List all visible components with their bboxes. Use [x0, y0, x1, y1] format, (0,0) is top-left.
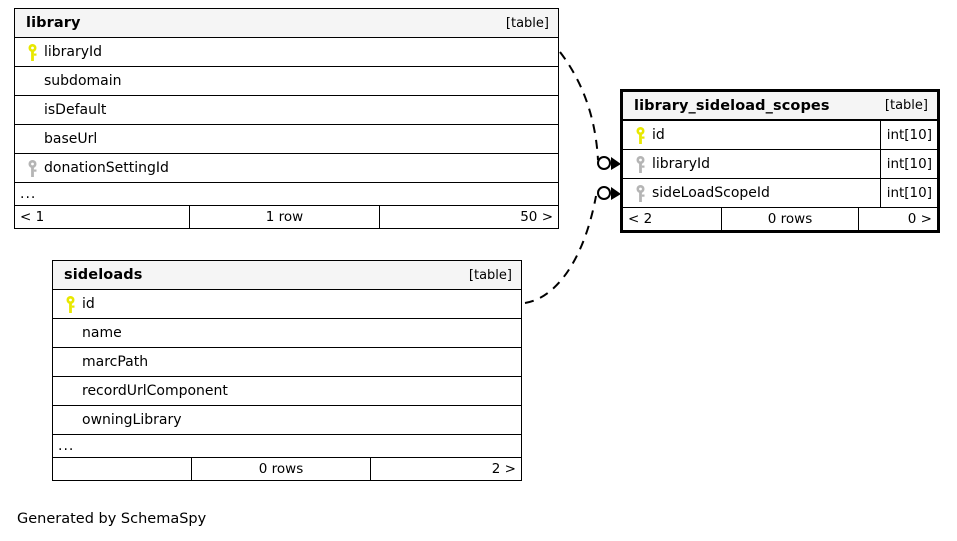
primary-key-icon	[23, 43, 42, 61]
column-cell: sideLoadScopeId	[623, 179, 880, 207]
table-row[interactable]: baseUrl	[15, 125, 558, 154]
relationship-library-to-library_sideload_scopes	[559, 51, 621, 170]
column-type: int[10]	[879, 179, 937, 207]
generated-by-label: Generated by SchemaSpy	[17, 511, 207, 527]
edge-endpoint-circle-sideloads	[597, 186, 611, 200]
column-cell: libraryId	[623, 150, 880, 178]
table-row[interactable]: recordUrlComponent	[53, 377, 521, 406]
row-count-label: 1 row	[189, 206, 380, 228]
column-cell: subdomain	[15, 67, 558, 95]
table-row[interactable]: donationSettingId	[15, 154, 558, 183]
column-name: donationSettingId	[44, 160, 169, 176]
column-cell: marcPath	[53, 348, 521, 376]
column-name: recordUrlComponent	[82, 383, 228, 399]
row-count-label: 0 rows	[191, 458, 371, 480]
column-cell: id	[53, 290, 521, 318]
table-row[interactable]: isDefault	[15, 96, 558, 125]
column-cell: recordUrlComponent	[53, 377, 521, 405]
table-node-library[interactable]: library [table] libraryId subdomai	[14, 8, 559, 229]
no-key-icon	[61, 325, 80, 341]
no-key-icon	[23, 73, 42, 89]
table-row[interactable]: id int[10]	[623, 121, 937, 150]
edge-path-library-libraryid	[559, 51, 599, 161]
column-name: subdomain	[44, 73, 122, 89]
no-key-icon	[61, 354, 80, 370]
column-name: id	[82, 296, 95, 312]
column-name: baseUrl	[44, 131, 98, 147]
table-row[interactable]: subdomain	[15, 67, 558, 96]
foreign-key-icon	[631, 155, 650, 173]
prev-page-button[interactable]: < 2	[628, 211, 653, 227]
table-footer-library-sideload-scopes: < 2 0 rows 0 >	[623, 208, 937, 230]
foreign-key-icon	[631, 184, 650, 202]
next-page-button[interactable]: 0 >	[907, 211, 932, 227]
column-cell: baseUrl	[15, 125, 558, 153]
column-cell: id	[623, 121, 880, 149]
column-name: id	[652, 127, 665, 143]
table-title-library-sideload-scopes: library_sideload_scopes	[634, 97, 830, 114]
table-kind-label-library-sideload-scopes: [table]	[884, 98, 928, 113]
row-count-label: 0 rows	[721, 208, 859, 230]
column-name: sideLoadScopeId	[652, 185, 770, 201]
table-header-library: library [table]	[15, 9, 558, 38]
prev-page-button[interactable]	[53, 458, 191, 480]
column-cell: name	[53, 319, 521, 347]
column-cell: isDefault	[15, 96, 558, 124]
no-key-icon	[23, 131, 42, 147]
table-footer-library: < 1 1 row 50 >	[15, 206, 558, 228]
table-row[interactable]: id	[53, 290, 521, 319]
table-node-library-sideload-scopes[interactable]: library_sideload_scopes [table] id int[1…	[620, 89, 940, 233]
column-name: marcPath	[82, 354, 149, 370]
column-name: libraryId	[652, 156, 711, 172]
no-key-icon	[61, 383, 80, 399]
table-row[interactable]: name	[53, 319, 521, 348]
table-row[interactable]: sideLoadScopeId int[10]	[623, 179, 937, 208]
table-row[interactable]: marcPath	[53, 348, 521, 377]
column-name: isDefault	[44, 102, 107, 118]
column-cell: owningLibrary	[53, 406, 521, 434]
more-columns-indicator[interactable]: ...	[53, 435, 521, 458]
table-header-library-sideload-scopes: library_sideload_scopes [table]	[623, 92, 937, 121]
primary-key-icon	[631, 126, 650, 144]
table-kind-label-sideloads: [table]	[468, 267, 512, 283]
column-name: owningLibrary	[82, 412, 182, 428]
edge-endpoint-circle-library	[597, 156, 611, 170]
table-title-sideloads: sideloads	[64, 267, 143, 283]
no-key-icon	[61, 412, 80, 428]
table-node-sideloads[interactable]: sideloads [table] id name	[52, 260, 522, 481]
column-name: name	[82, 325, 122, 341]
next-page-button[interactable]: 50 >	[520, 209, 553, 225]
column-cell: donationSettingId	[15, 154, 558, 182]
column-name: libraryId	[44, 44, 103, 60]
no-key-icon	[23, 102, 42, 118]
next-page-button[interactable]: 2 >	[491, 461, 516, 477]
table-row[interactable]: owningLibrary	[53, 406, 521, 435]
column-type: int[10]	[879, 121, 937, 149]
primary-key-icon	[61, 295, 80, 313]
foreign-key-icon	[23, 159, 42, 177]
more-columns-indicator[interactable]: ...	[15, 183, 558, 206]
column-type: int[10]	[879, 150, 937, 178]
table-row[interactable]: libraryId	[15, 38, 558, 67]
column-cell: libraryId	[15, 38, 558, 66]
table-footer-sideloads: 0 rows 2 >	[53, 458, 521, 480]
table-title-library: library	[26, 15, 81, 31]
table-kind-label-library: [table]	[505, 15, 549, 31]
prev-page-button[interactable]: < 1	[20, 209, 45, 225]
table-row[interactable]: libraryId int[10]	[623, 150, 937, 179]
table-header-sideloads: sideloads [table]	[53, 261, 521, 290]
